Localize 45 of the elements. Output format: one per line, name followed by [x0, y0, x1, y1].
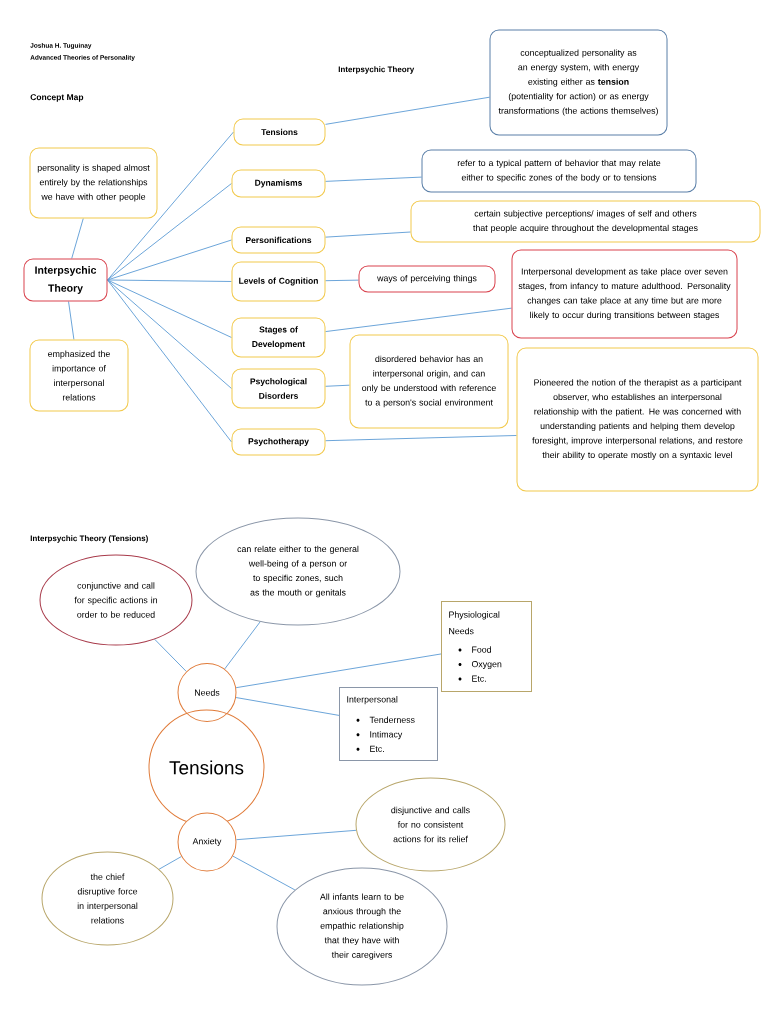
description-box: ways of perceiving things	[358, 265, 496, 293]
concept-box: Psychological Disorders	[231, 368, 326, 409]
connector-line	[325, 384, 350, 387]
section-heading: Interpsychic Theory	[338, 66, 415, 74]
connector-line	[232, 855, 296, 891]
concept-box: Levels of Cognition	[231, 261, 326, 302]
connector-line	[158, 856, 182, 870]
connector-line	[325, 307, 512, 333]
concept-box: Personifications	[231, 226, 326, 254]
description-box: conceptualized personality as an energy system, with energy existing either as tension (potentiality for action) or as energy transformations (the actions themselves)	[489, 29, 668, 136]
concept-box: Interpsychic Theory	[23, 258, 108, 302]
description-box: Pioneered the notion of the therapist as a participant observer, who establishes an interpersonal relationship with the patient. He was concerned with understanding patients and helping them develop foresight, improve interpersonal relations, and restore their ability to operate mostly on a syntaxic level	[516, 347, 759, 492]
connector-line	[235, 697, 340, 716]
connector-line	[68, 301, 75, 340]
concept-box: Psychotherapy	[231, 428, 326, 456]
connector-line	[325, 96, 490, 125]
concept-box: Dynamisms	[231, 169, 326, 198]
concept-box: Tensions	[233, 118, 326, 146]
connector-line	[235, 653, 442, 689]
connector-line	[325, 176, 422, 182]
connector-line	[325, 231, 411, 238]
list-box: Interpersonal Tenderness Intimacy Etc.	[339, 687, 438, 761]
description-box: Interpersonal development as take place over seven stages, from infancy to mature adulthood. Personality changes can take place at any time but are more likely to occur during transitions between stages	[511, 249, 738, 339]
description-box: disordered behavior has an interpersonal origin, and can only be understood with reference to a person's social environment	[349, 334, 509, 429]
connector-line	[325, 279, 359, 282]
section-heading: Interpsychic Theory (Tensions)	[30, 535, 148, 543]
connector-line	[235, 829, 357, 841]
connector-line	[154, 638, 187, 672]
concept-box: emphasized the importance of interpersonal relations	[29, 339, 129, 412]
connector-line	[107, 279, 232, 389]
connector-line	[107, 239, 232, 281]
connector-line	[107, 279, 232, 282]
description-box: certain subjective perceptions/ images of self and others that people acquire throughout the developmental stages	[410, 200, 761, 243]
connector-line	[224, 621, 261, 670]
connector-line	[107, 279, 232, 443]
concept-box: Stages of Development	[231, 317, 326, 358]
connector-line	[71, 218, 84, 259]
connector-line	[107, 183, 232, 281]
description-box: refer to a typical pattern of behavior that may relate either to specific zones of the body or to tensions	[421, 149, 697, 193]
concept-box: personality is shaped almost entirely by the relationships we have with other people	[29, 147, 158, 219]
connector-line	[107, 131, 234, 281]
connector-line	[107, 279, 232, 338]
section-heading: Concept Map	[30, 94, 84, 102]
list-box: Physiological Needs Food Oxygen Etc.	[441, 601, 532, 692]
connector-line	[325, 435, 517, 442]
